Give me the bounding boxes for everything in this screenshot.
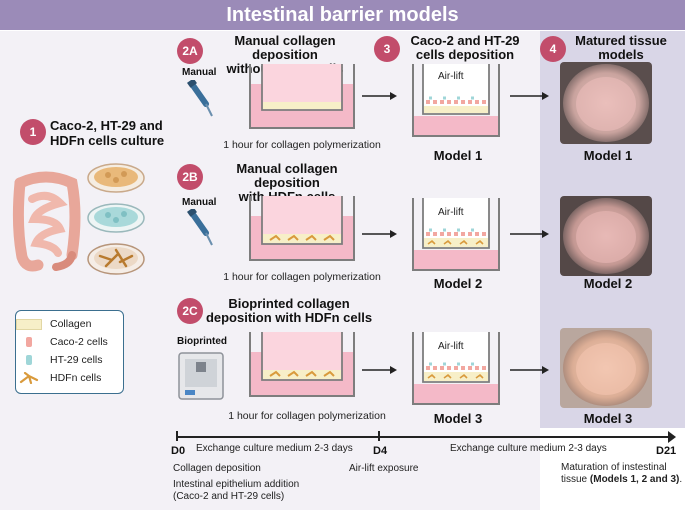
step-2a-badge: 2A bbox=[177, 38, 203, 64]
legend: Collagen Caco-2 cells HT-29 cells HDFn c… bbox=[15, 310, 124, 394]
bioprinted-label: Bioprinted bbox=[177, 336, 227, 347]
step-3-badge: 3 bbox=[374, 36, 400, 62]
step-2c-badge: 2C bbox=[177, 298, 203, 324]
arrow-right-icon bbox=[510, 366, 549, 374]
step-1-badge: 1 bbox=[20, 119, 46, 145]
arrow-right-icon bbox=[362, 366, 397, 374]
manual-label-2: Manual bbox=[182, 197, 217, 208]
legend-label: Collagen bbox=[50, 318, 92, 330]
step-1-label-line2: HDFn cells culture bbox=[50, 133, 165, 148]
legend-item-caco2: Caco-2 cells bbox=[16, 336, 108, 348]
step-2c-label: Bioprinted collagen deposition with HDFn… bbox=[204, 297, 374, 325]
legend-item-ht29: HT-29 cells bbox=[16, 354, 103, 366]
tissue-photo-3 bbox=[560, 328, 652, 408]
ht29-dish-icon bbox=[87, 203, 145, 233]
arrow-right-icon bbox=[510, 230, 549, 238]
step-2a-label-line1: Manual collagen deposition bbox=[234, 33, 336, 62]
step-3-label-line1: Caco-2 and HT-29 bbox=[410, 33, 520, 48]
hdfn-dish-icon bbox=[87, 243, 145, 275]
d0-note-2: Intestinal epithelium addition bbox=[173, 479, 300, 490]
timeline-tick-d4 bbox=[378, 431, 380, 441]
timeline-arrowhead-icon bbox=[668, 431, 676, 443]
timeline-d4: D4 bbox=[373, 445, 388, 457]
matured-model-3-label: Model 3 bbox=[583, 411, 633, 426]
d21-note-2-bold: (Models 1, 2 and 3) bbox=[589, 474, 680, 485]
d4-note: Air-lift exposure bbox=[349, 463, 419, 474]
step-3-label: Caco-2 and HT-29 cells deposition bbox=[402, 34, 528, 62]
airlift-insert-3 bbox=[412, 332, 500, 405]
timeline-d0: D0 bbox=[171, 445, 186, 457]
d21-note-1: Maturation of instestinal bbox=[561, 462, 667, 473]
step-3-label-line2: cells deposition bbox=[415, 47, 515, 62]
step-2c-label-line2: deposition with HDFn cells bbox=[205, 310, 373, 325]
collagen-swatch-icon bbox=[16, 318, 42, 330]
page-title: Intestinal barrier models bbox=[226, 3, 459, 26]
polymerization-caption-1: 1 hour for collagen polymerization bbox=[223, 139, 381, 151]
airlift-label-2: Air-lift bbox=[438, 207, 464, 218]
step-2b-label-line1: Manual collagen deposition bbox=[236, 161, 338, 190]
d0-note-3: (Caco-2 and HT-29 cells) bbox=[173, 491, 285, 502]
manual-label-1: Manual bbox=[182, 67, 217, 78]
arrow-right-icon bbox=[510, 92, 549, 100]
caco2-dish-icon bbox=[87, 163, 145, 193]
pipette-icon bbox=[187, 209, 213, 246]
polymerization-caption-3: 1 hour for collagen polymerization bbox=[228, 410, 386, 422]
matured-model-1-label: Model 1 bbox=[583, 148, 633, 163]
timeline-tick-d0 bbox=[176, 431, 178, 441]
step-2c-label-line1: Bioprinted collagen bbox=[228, 296, 350, 311]
step-1-label-line1: Caco-2, HT-29 and bbox=[50, 118, 163, 133]
legend-item-collagen: Collagen bbox=[16, 318, 91, 330]
step-2b-badge: 2B bbox=[177, 164, 203, 190]
step-4-label: Matured tissue models bbox=[566, 34, 676, 62]
step-4-label-line1: Matured tissue bbox=[575, 33, 667, 48]
arrow-right-icon bbox=[362, 92, 397, 100]
timeline-segment-1: Exchange culture medium 2-3 days bbox=[196, 443, 353, 454]
tissue-photo-1 bbox=[560, 62, 652, 144]
bioprinter-icon bbox=[178, 352, 224, 400]
legend-item-hdfn: HDFn cells bbox=[16, 372, 101, 384]
d0-note-1: Collagen deposition bbox=[173, 463, 261, 474]
arrow-right-icon bbox=[362, 230, 397, 238]
model-2-label: Model 2 bbox=[433, 276, 483, 291]
d21-note-2-prefix: tissue bbox=[561, 474, 590, 485]
timeline-d21: D21 bbox=[656, 445, 677, 457]
tissue-photo-2 bbox=[560, 196, 652, 276]
legend-label: Caco-2 cells bbox=[50, 336, 108, 348]
title-bar: Intestinal barrier models bbox=[0, 0, 685, 30]
model-3-label: Model 3 bbox=[433, 411, 483, 426]
insert-2a bbox=[249, 64, 355, 129]
legend-label: HDFn cells bbox=[50, 372, 102, 384]
pipette-icon bbox=[187, 80, 213, 117]
intestine-icon bbox=[12, 171, 81, 272]
step-4-badge: 4 bbox=[540, 36, 566, 62]
d21-note-2-suffix: . bbox=[679, 474, 683, 485]
hdfn-cell-icon bbox=[16, 372, 42, 384]
airlift-label-1: Air-lift bbox=[438, 71, 464, 82]
d21-note-2: tissue (Models 1, 2 and 3). bbox=[561, 474, 682, 485]
airlift-insert-2 bbox=[412, 198, 500, 271]
caco2-cell-icon bbox=[16, 337, 42, 347]
model-1-label: Model 1 bbox=[433, 148, 483, 163]
polymerization-caption-2: 1 hour for collagen polymerization bbox=[223, 271, 381, 283]
ht29-cell-icon bbox=[16, 355, 42, 365]
matured-model-2-label: Model 2 bbox=[583, 276, 633, 291]
step-1-label: Caco-2, HT-29 and HDFn cells culture bbox=[50, 118, 164, 148]
insert-2c bbox=[249, 332, 355, 397]
airlift-label-3: Air-lift bbox=[438, 341, 464, 352]
insert-2b bbox=[249, 196, 355, 261]
timeline-segment-2: Exchange culture medium 2-3 days bbox=[450, 443, 607, 454]
step-4-label-line2: models bbox=[598, 47, 644, 62]
airlift-insert-1 bbox=[412, 64, 500, 137]
timeline-line bbox=[176, 436, 673, 438]
legend-label: HT-29 cells bbox=[50, 354, 103, 366]
